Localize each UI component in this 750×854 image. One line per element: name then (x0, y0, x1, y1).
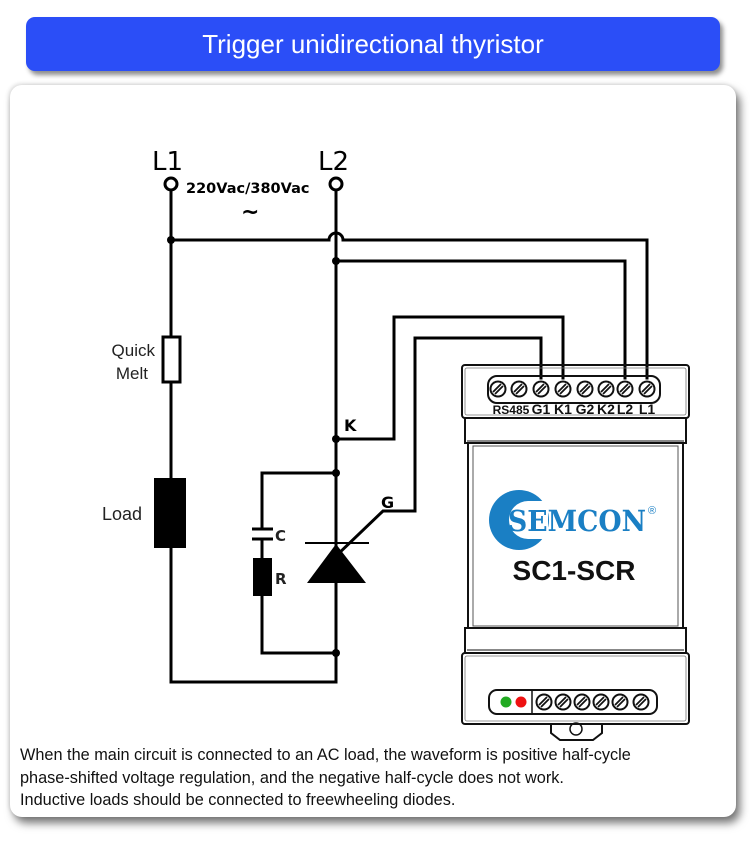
label-voltage: 220Vac/380Vac (186, 181, 309, 197)
screw-terminal-icon (554, 380, 572, 398)
wire-l1-to-module (169, 231, 649, 380)
top-terminal-block (489, 380, 656, 398)
caption-line-2: phase-shifted voltage regulation, and th… (20, 768, 564, 787)
label-fuse-line2: Melt (116, 364, 148, 383)
fuse-icon (161, 335, 182, 384)
label-fuse-line1: Quick (112, 341, 156, 360)
junction-dot (332, 257, 340, 265)
label-resistor: R (275, 570, 287, 588)
wire-g1-top (413, 336, 543, 380)
screw-terminal-icon (611, 693, 629, 711)
screw-terminal-icon (592, 693, 610, 711)
screw-terminal-icon (576, 380, 594, 398)
wire-snubber-top (260, 471, 338, 530)
description-text: When the main circuit is connected to an… (20, 744, 735, 812)
wire-k-to-k1 (334, 315, 565, 441)
screw-terminal-icon (532, 380, 550, 398)
green-led-icon (500, 696, 512, 708)
caption-line-3: Inductive loads should be connected to f… (20, 791, 456, 809)
model-name: SC1-SCR (513, 555, 636, 586)
semcon-logo-cut (528, 501, 548, 539)
bottom-terminal-strip (488, 689, 658, 715)
terminal-l2-icon (328, 176, 344, 192)
screw-terminal-icon (554, 693, 572, 711)
red-led-icon (515, 696, 527, 708)
thyristor-icon (307, 544, 366, 583)
label-l2: L2 (318, 147, 349, 177)
semcon-logo: SEMCON ® (489, 490, 656, 550)
sc1-scr-module (461, 364, 690, 741)
brand-name: SEMCON (508, 504, 646, 538)
wire-snubber-bottom (260, 593, 338, 655)
page-title: Trigger unidirectional thyristor (202, 29, 544, 59)
screw-terminal-icon (616, 380, 634, 398)
diagram-panel (10, 85, 736, 817)
ac-symbol-icon: ~ (241, 200, 259, 225)
wire-g-to-g1 (333, 338, 417, 559)
junction-dot (167, 236, 175, 244)
screw-terminal-icon (597, 380, 615, 398)
terminal-label-l1: L1 (639, 401, 656, 417)
capacitor-icon (252, 527, 273, 541)
resistor-icon (253, 558, 272, 596)
terminal-label-k2: K2 (597, 401, 615, 417)
junction-dot (332, 435, 340, 443)
screw-terminal-icon (510, 380, 528, 398)
label-gate: G (381, 493, 394, 512)
terminal-label-g2: G2 (576, 401, 595, 417)
label-cathode: K (344, 416, 357, 435)
label-l1: L1 (152, 147, 183, 177)
label-capacitor: C (275, 527, 286, 545)
registered-mark: ® (648, 505, 656, 517)
screw-terminal-icon (489, 380, 507, 398)
terminal-label-k1: K1 (554, 401, 572, 417)
terminal-label-g1: G1 (532, 401, 551, 417)
terminal-label-rs485: RS485 (493, 403, 530, 417)
wire-l2-to-module (334, 259, 627, 380)
terminal-label-l2: L2 (617, 401, 634, 417)
load-icon (154, 478, 186, 548)
label-load: Load (102, 504, 142, 524)
caption-line-1: When the main circuit is connected to an… (20, 746, 631, 764)
screw-terminal-icon (638, 380, 656, 398)
bottom-terminal-block (535, 693, 650, 711)
screw-terminal-icon (573, 693, 591, 711)
junction-dot (332, 469, 340, 477)
title-banner: Trigger unidirectional thyristor (26, 17, 720, 71)
screw-terminal-icon (632, 693, 650, 711)
terminal-l1-icon (163, 176, 179, 192)
junction-dot (332, 649, 340, 657)
screw-terminal-icon (535, 693, 553, 711)
